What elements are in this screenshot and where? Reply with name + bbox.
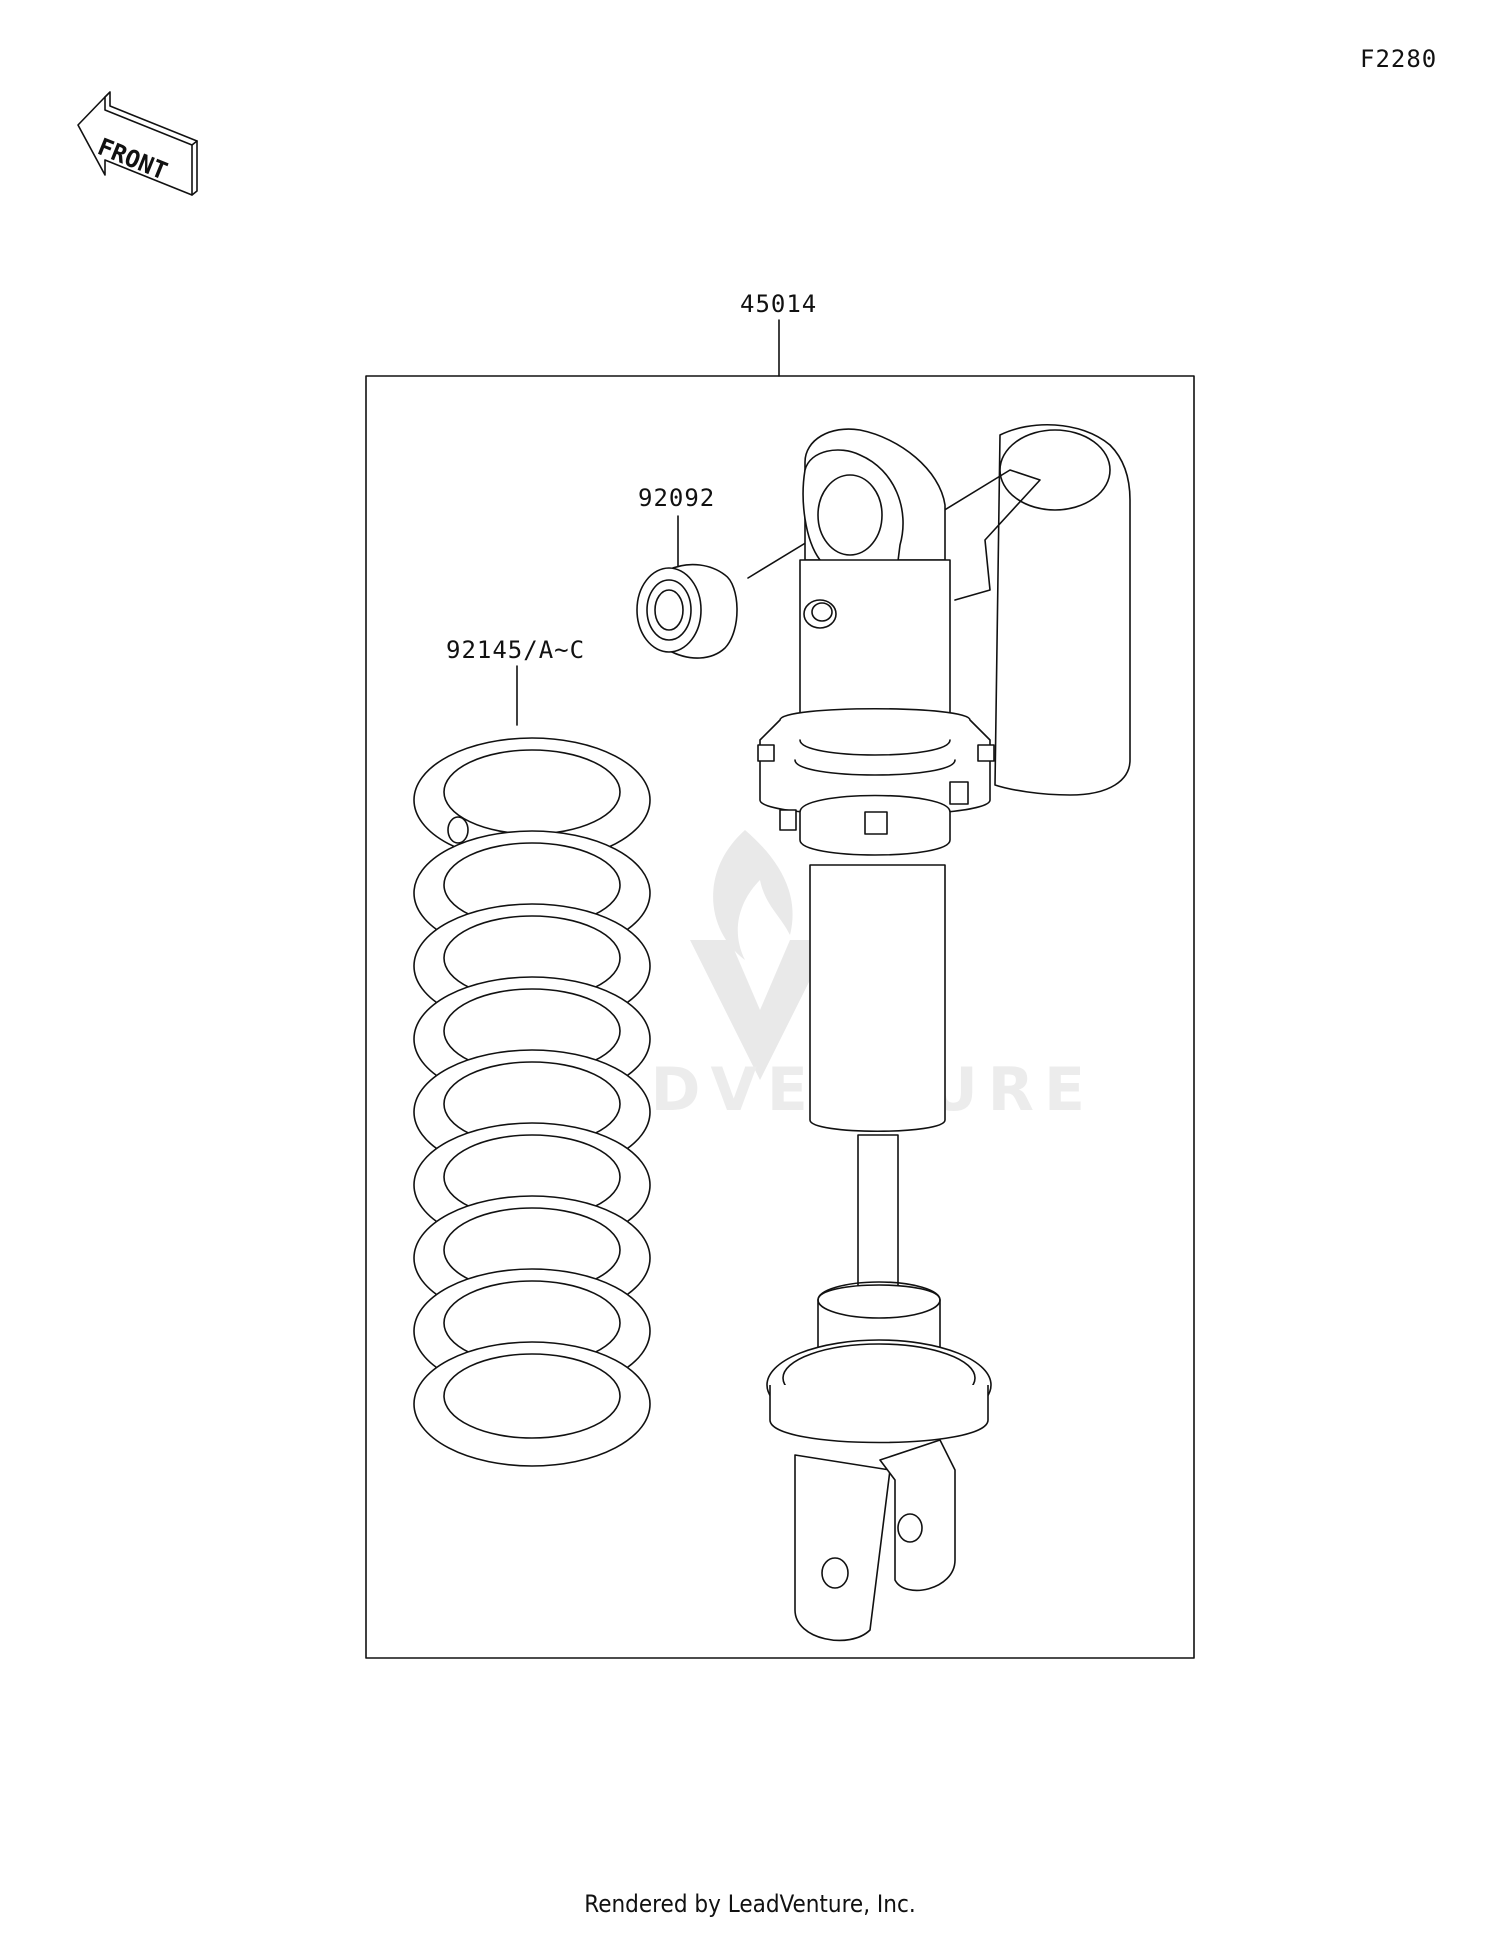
bushing-part-number[interactable]: 92092 [638, 484, 716, 512]
assembly-part-number[interactable]: 45014 [740, 290, 818, 318]
spring-coil-inner [443, 1353, 621, 1439]
spring-part [413, 665, 651, 1467]
footer-credit: Rendered by LeadVenture, Inc. [584, 1890, 916, 1918]
front-arrow-icon: FRONT [77, 91, 198, 196]
shock-absorber-part [757, 423, 1131, 1642]
spring-coil [413, 1341, 651, 1467]
assembly-frame [365, 375, 1195, 1659]
diagram-code: F2280 [1360, 45, 1438, 73]
spring-part-number[interactable]: 92145/A~C [446, 636, 586, 664]
spring-end [447, 816, 469, 844]
